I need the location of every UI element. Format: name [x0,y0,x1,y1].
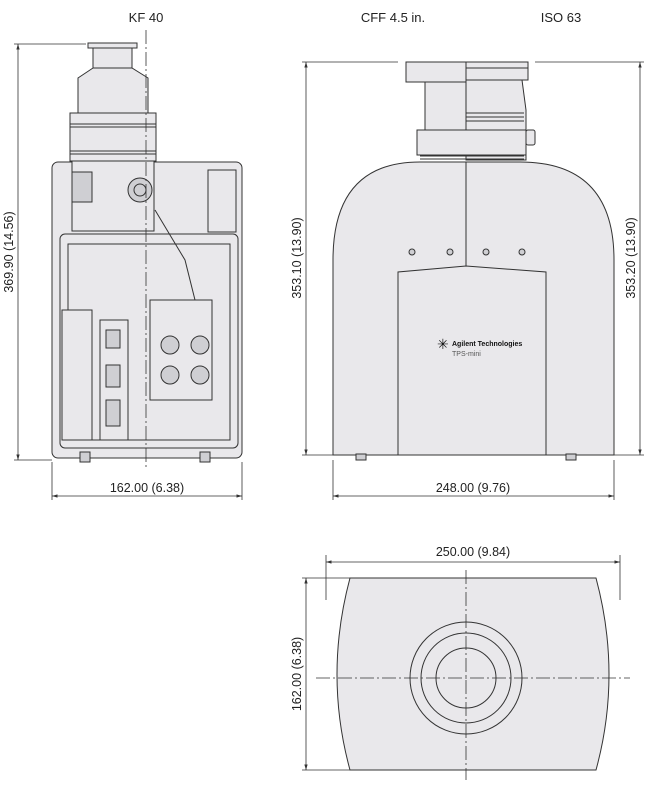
dim-left-height: 369.90 (14.56) [2,211,16,292]
dim-top-depth: 162.00 (6.38) [290,637,304,711]
front-view: ✳ Agilent Technologies TPS-mini [332,61,615,461]
side-view [51,30,243,470]
title-kf40: KF 40 [129,10,164,25]
title-iso63: ISO 63 [541,10,581,25]
top-view [316,570,630,780]
dim-front-width: 248.00 (9.76) [436,481,510,495]
model-label: TPS-mini [452,351,481,358]
brand-label: Agilent Technologies [452,341,522,348]
dim-front-height-left: 353.10 (13.90) [290,217,304,298]
dim-left-width: 162.00 (6.38) [110,481,184,495]
dim-front-height-right: 353.20 (13.90) [624,217,638,298]
agilent-logo: ✳ Agilent Technologies TPS-mini [437,337,522,358]
title-cff: CFF 4.5 in. [361,10,425,25]
spark-icon: ✳ [437,337,449,353]
dim-top-width: 250.00 (9.84) [436,545,510,559]
